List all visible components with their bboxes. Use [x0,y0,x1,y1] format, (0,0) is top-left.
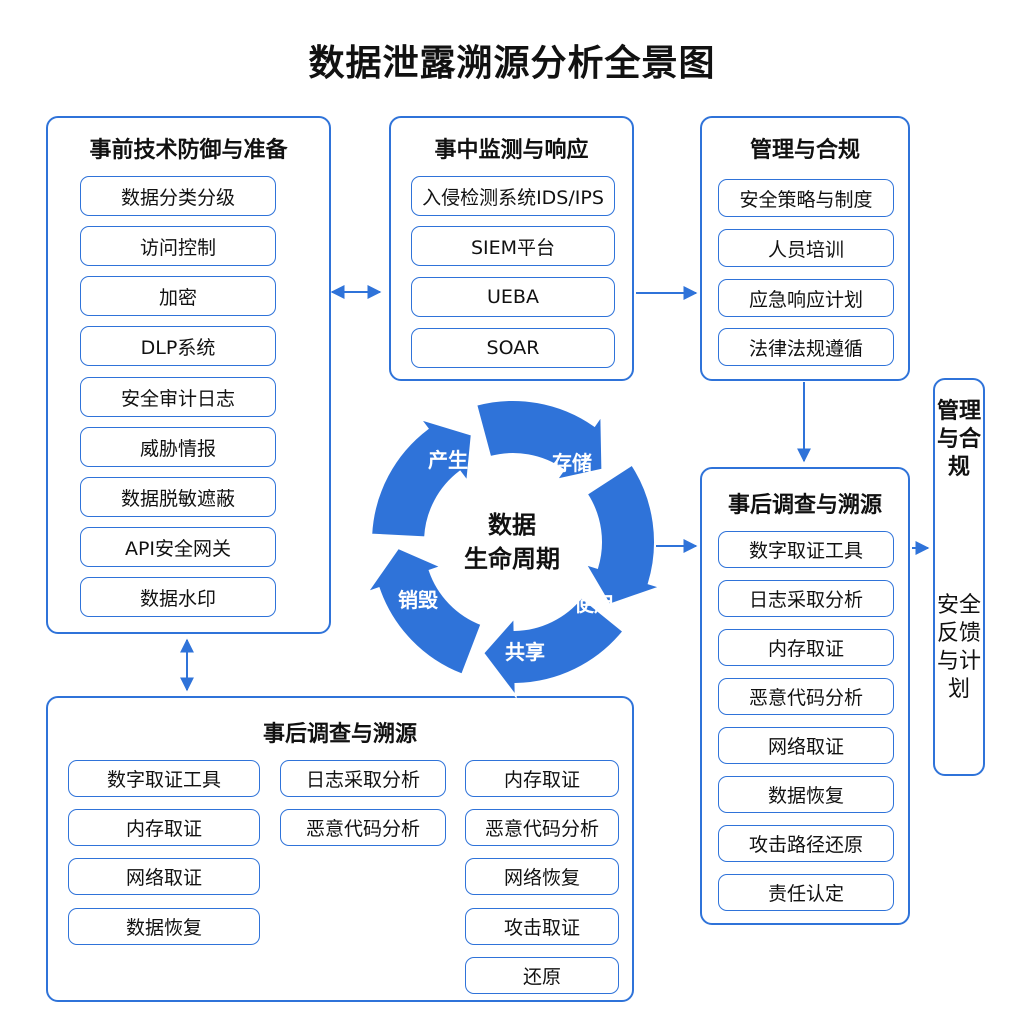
prevention-item: 数据水印 [80,577,276,617]
panel-management-title: 管理与合规 [749,138,860,163]
prevention-item: 数据脱敏遮蔽 [80,477,276,517]
prevention-item: 安全审计日志 [80,377,276,417]
management-item: 应急响应计划 [718,279,894,317]
panel-prevention: 事前技术防御与准备 数据分类分级 访问控制 加密 DLP系统 安全审计日志 威胁… [46,116,331,634]
investigation-bottom-item: 内存取证 [465,760,619,797]
investigation-bottom-item: 内存取证 [68,809,260,846]
investigation-bottom-item: 还原 [465,957,619,994]
lifecycle-center: 数据 生命周期 [452,508,572,576]
investigation-bottom-item: 恶意代码分析 [465,809,619,846]
investigation-right-item: 恶意代码分析 [718,678,894,715]
lifecycle-stage-label: 使用 [574,592,614,616]
monitoring-item: UEBA [411,277,615,317]
page-title: 数据泄露溯源分析全景图 [308,43,716,84]
investigation-right-item: 攻击路径还原 [718,825,894,862]
side-bottom-text: 安全反馈与计划 [936,593,981,702]
side-top-text: 管理与合规 [936,399,981,480]
investigation-right-item: 责任认定 [718,874,894,911]
management-item: 法律法规遵循 [718,328,894,366]
panel-side: 管理与合规 安全反馈与计划 [933,378,985,776]
prevention-item: API安全网关 [80,527,276,567]
investigation-bottom-item: 恶意代码分析 [280,809,446,846]
investigation-bottom-item: 数据恢复 [68,908,260,945]
prevention-item: DLP系统 [80,326,276,366]
lifecycle-stage-label: 共享 [505,640,545,664]
prevention-item: 数据分类分级 [80,176,276,216]
panel-monitoring-title: 事中监测与响应 [434,138,589,163]
investigation-bottom-item: 数字取证工具 [68,760,260,797]
management-item: 安全策略与制度 [718,179,894,217]
panel-investigation-bottom: 事后调查与溯源 数字取证工具 内存取证 网络取证 数据恢复 日志采取分析 恶意代… [46,696,634,1002]
investigation-right-item: 网络取证 [718,727,894,764]
panel-monitoring: 事中监测与响应 入侵检测系统IDS/IPS SIEM平台 UEBA SOAR [389,116,634,381]
monitoring-item: SOAR [411,328,615,368]
panel-management: 管理与合规 安全策略与制度 人员培训 应急响应计划 法律法规遵循 [700,116,910,381]
lifecycle-segment [583,463,664,606]
prevention-item: 访问控制 [80,226,276,266]
lifecycle-stage-label: 销毁 [398,588,438,612]
panel-prevention-title: 事前技术防御与准备 [89,138,288,163]
lifecycle-center-line: 数据 [488,511,536,539]
prevention-item: 加密 [80,276,276,316]
panel-investigation-bottom-title: 事后调查与溯源 [262,722,417,747]
investigation-right-item: 数据恢复 [718,776,894,813]
lifecycle-stage-label: 存储 [552,451,592,475]
management-item: 人员培训 [718,229,894,267]
investigation-bottom-item: 日志采取分析 [280,760,446,797]
monitoring-item: 入侵检测系统IDS/IPS [411,176,615,216]
prevention-item: 威胁情报 [80,427,276,467]
investigation-right-item: 内存取证 [718,629,894,666]
investigation-bottom-item: 攻击取证 [465,908,619,945]
investigation-right-item: 数字取证工具 [718,531,894,568]
monitoring-item: SIEM平台 [411,226,615,266]
panel-investigation-right-title: 事后调查与溯源 [727,493,882,518]
panel-investigation-right: 事后调查与溯源 数字取证工具 日志采取分析 内存取证 恶意代码分析 网络取证 数… [700,467,910,925]
investigation-right-item: 日志采取分析 [718,580,894,617]
investigation-bottom-item: 网络恢复 [465,858,619,895]
investigation-bottom-item: 网络取证 [68,858,260,895]
lifecycle-center-line: 生命周期 [464,545,560,573]
lifecycle-stage-label: 产生 [428,448,468,472]
